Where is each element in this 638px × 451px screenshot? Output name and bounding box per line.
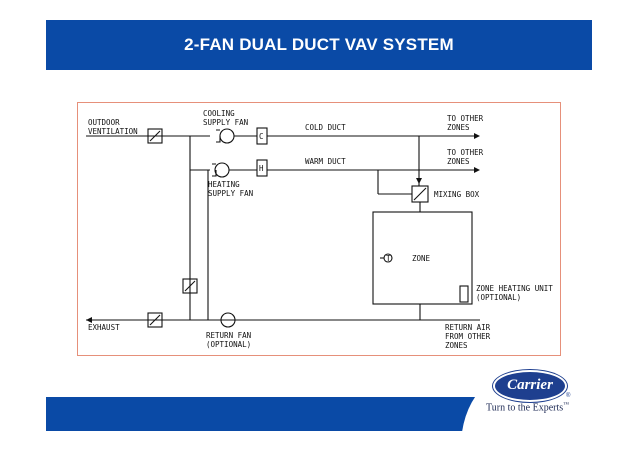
title-band bbox=[46, 20, 592, 70]
warm-duct-label: WARM DUCT bbox=[305, 157, 346, 166]
heating-coil-label: H bbox=[259, 164, 264, 173]
thermostat-icon bbox=[383, 253, 393, 263]
cooling-coil-label: C bbox=[259, 132, 264, 141]
tagline: Turn to the Experts™ bbox=[486, 402, 570, 414]
thermostat-label: T bbox=[386, 254, 391, 263]
exhaust-label: EXHAUST bbox=[88, 323, 120, 332]
mixing-box-label: MIXING BOX bbox=[434, 190, 480, 199]
return-fan-label: RETURN FAN(OPTIONAL) bbox=[206, 331, 251, 349]
heating-fan-icon bbox=[214, 162, 230, 178]
cooling-fan-icon bbox=[219, 128, 235, 144]
zone-label: ZONE bbox=[412, 254, 431, 263]
return-fan-icon bbox=[220, 312, 236, 328]
cold-duct-label: COLD DUCT bbox=[305, 123, 346, 132]
heating-coil-icon bbox=[256, 159, 268, 177]
zone-heating-unit-icon bbox=[459, 285, 469, 303]
registered-mark: ® bbox=[566, 393, 571, 399]
recirc-damper bbox=[182, 278, 198, 294]
zone-heating-unit-label: ZONE HEATING UNIT(OPTIONAL) bbox=[476, 284, 553, 302]
slide-title: 2-FAN DUAL DUCT VAV SYSTEM bbox=[184, 35, 454, 54]
outdoor-damper bbox=[147, 128, 163, 144]
carrier-logo: Carrier bbox=[507, 376, 553, 393]
exhaust-damper bbox=[147, 312, 163, 328]
carrier-logo-oval bbox=[493, 370, 567, 402]
zone-box bbox=[372, 211, 473, 305]
diagram-frame bbox=[77, 102, 561, 356]
